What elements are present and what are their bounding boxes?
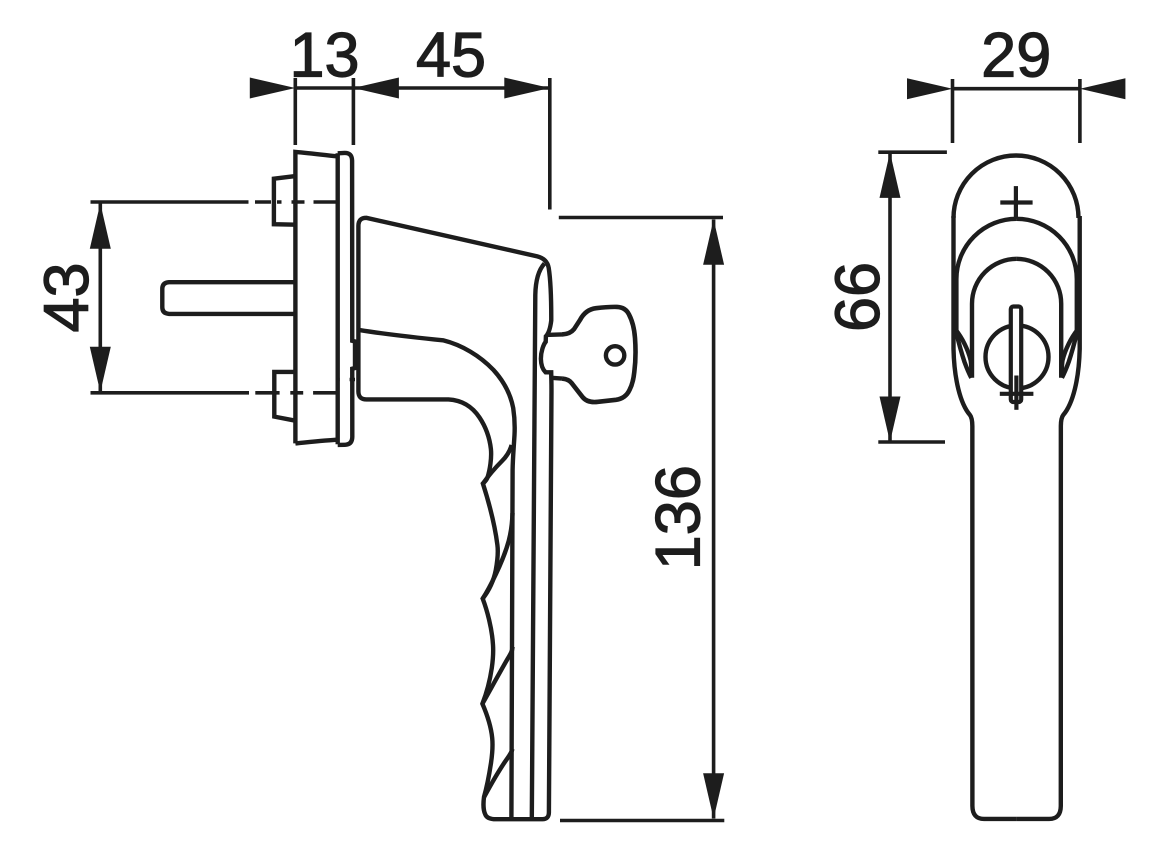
svg-text:29: 29: [981, 20, 1051, 90]
svg-text:43: 43: [32, 262, 102, 332]
svg-text:45: 45: [416, 20, 486, 90]
svg-text:136: 136: [644, 465, 714, 570]
svg-text:66: 66: [823, 262, 893, 332]
svg-text:13: 13: [289, 20, 359, 90]
